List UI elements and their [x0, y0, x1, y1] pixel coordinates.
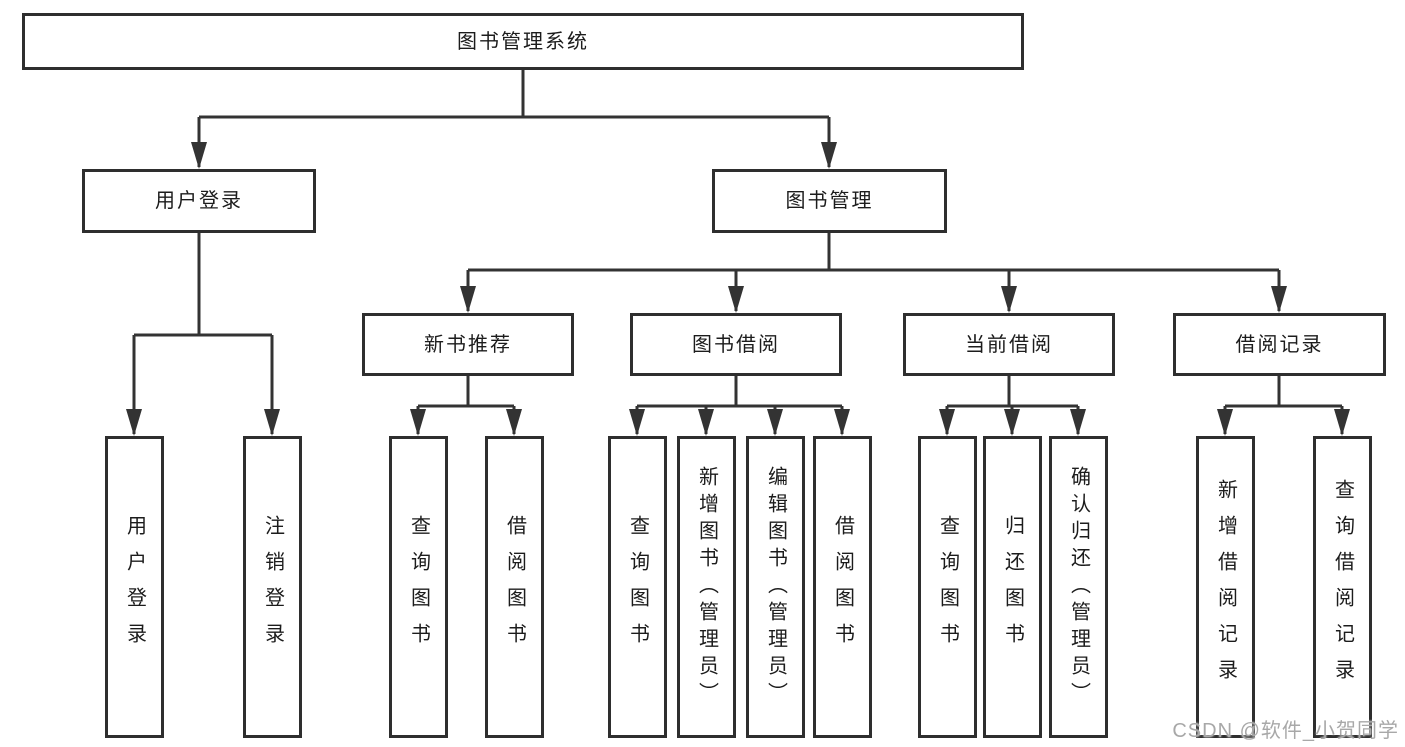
- branch-line: [466, 233, 1281, 311]
- arrowhead-icon: [264, 409, 280, 436]
- leaf-newbook-borrow-label: 借阅图书: [503, 515, 526, 659]
- node-book-mgmt-label: 图书管理: [785, 190, 874, 212]
- node-book-borrow-label: 图书借阅: [692, 333, 780, 356]
- connector-newbookrec-to-leaves: [410, 376, 522, 436]
- leaf-borrow-query: 查询图书: [608, 436, 667, 738]
- branch-line: [197, 70, 831, 167]
- leaf-records-add-label: 新增借阅记录: [1214, 479, 1237, 695]
- connector-bookborrow-to-leaves: [629, 376, 850, 436]
- node-book-borrow: 图书借阅: [630, 313, 842, 376]
- arrowhead-icon: [728, 286, 744, 313]
- node-current-borrow: 当前借阅: [903, 313, 1115, 376]
- leaf-records-query-label: 查询借阅记录: [1331, 479, 1354, 695]
- node-user-login: 用户登录: [82, 169, 316, 233]
- watermark: CSDN @软件_小贺同学: [1172, 720, 1399, 742]
- leaf-user-login: 用户登录: [105, 436, 164, 738]
- node-book-mgmt: 图书管理: [712, 169, 947, 233]
- node-new-book-rec: 新书推荐: [362, 313, 574, 376]
- arrowhead-icon: [1070, 409, 1086, 436]
- leaf-newbook-query-label: 查询图书: [407, 515, 430, 659]
- arrowhead-icon: [506, 409, 522, 436]
- leaf-borrow-borrow-book: 借阅图书: [813, 436, 872, 738]
- connector-bookmgmt-to-level3: [460, 233, 1287, 313]
- arrowhead-icon: [821, 142, 837, 169]
- leaf-borrow-edit-book-label: 编辑图书（管理员）: [764, 465, 787, 709]
- leaf-current-query: 查询图书: [918, 436, 977, 738]
- connector-borrowrecords-to-leaves: [1217, 376, 1350, 436]
- leaf-current-return: 归还图书: [983, 436, 1042, 738]
- node-current-borrow-label: 当前借阅: [965, 333, 1053, 356]
- leaf-newbook-query: 查询图书: [389, 436, 448, 738]
- leaf-current-query-label: 查询图书: [936, 515, 959, 659]
- leaf-logout-label: 注销登录: [261, 515, 284, 659]
- arrowhead-icon: [1334, 409, 1350, 436]
- connector-root-to-level2: [191, 70, 837, 169]
- leaf-current-confirm-return: 确认归还（管理员）: [1049, 436, 1108, 738]
- arrowhead-icon: [460, 286, 476, 313]
- leaf-records-add: 新增借阅记录: [1196, 436, 1255, 738]
- leaf-borrow-add-book: 新增图书（管理员）: [677, 436, 736, 738]
- node-root-label: 图书管理系统: [457, 30, 589, 53]
- arrowhead-icon: [939, 409, 955, 436]
- leaf-borrow-borrow-book-label: 借阅图书: [831, 515, 854, 659]
- leaf-borrow-query-label: 查询图书: [626, 515, 649, 659]
- node-borrow-records-label: 借阅记录: [1235, 333, 1324, 356]
- branch-line: [416, 376, 516, 434]
- leaf-borrow-add-book-label: 新增图书（管理员）: [695, 465, 718, 709]
- node-new-book-rec-label: 新书推荐: [424, 333, 512, 356]
- node-root: 图书管理系统: [22, 13, 1024, 70]
- arrowhead-icon: [1001, 286, 1017, 313]
- arrowhead-icon: [698, 409, 714, 436]
- arrowhead-icon: [1271, 286, 1287, 313]
- arrowhead-icon: [767, 409, 783, 436]
- arrowhead-icon: [126, 409, 142, 436]
- leaf-user-login-label: 用户登录: [123, 515, 146, 659]
- leaf-records-query: 查询借阅记录: [1313, 436, 1372, 738]
- arrowhead-icon: [191, 142, 207, 169]
- node-user-login-label: 用户登录: [155, 190, 243, 212]
- leaf-current-confirm-return-label: 确认归还（管理员）: [1067, 465, 1090, 709]
- connector-currentborrow-to-leaves: [939, 376, 1086, 436]
- branch-line: [635, 376, 844, 434]
- arrowhead-icon: [1217, 409, 1233, 436]
- arrowhead-icon: [1004, 409, 1020, 436]
- branch-line: [132, 233, 274, 434]
- arrowhead-icon: [834, 409, 850, 436]
- arrowhead-icon: [410, 409, 426, 436]
- leaf-newbook-borrow: 借阅图书: [485, 436, 544, 738]
- branch-line: [1223, 376, 1344, 434]
- leaf-borrow-edit-book: 编辑图书（管理员）: [746, 436, 805, 738]
- connector-userlogin-to-leaves: [126, 233, 280, 436]
- leaf-current-return-label: 归还图书: [1001, 515, 1024, 659]
- leaf-logout: 注销登录: [243, 436, 302, 738]
- arrowhead-icon: [629, 409, 645, 436]
- node-borrow-records: 借阅记录: [1173, 313, 1386, 376]
